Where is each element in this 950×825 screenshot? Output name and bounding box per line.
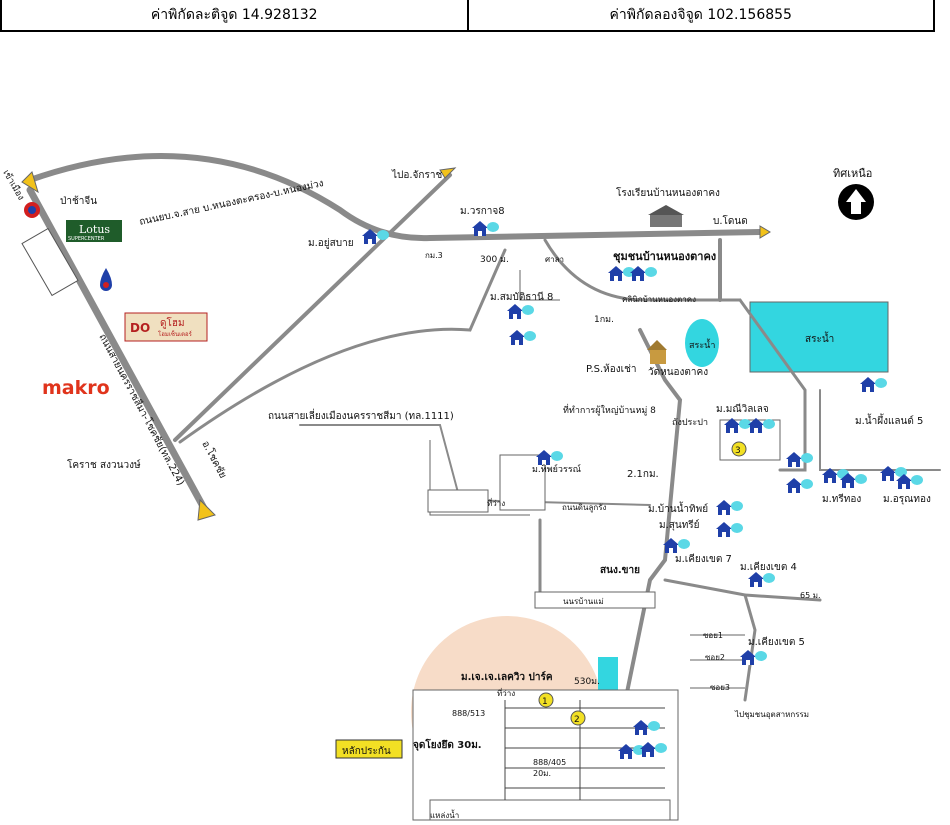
m300-label: 300 ม. bbox=[480, 255, 509, 265]
big-pond-label: สระน้ำ bbox=[805, 331, 834, 345]
soi1-label: ซอย1 bbox=[703, 631, 723, 640]
bannamthip-label: ม.บ้านน้ำทิพย์ bbox=[648, 501, 708, 515]
temple-icon bbox=[647, 340, 667, 364]
thiphawan-label: ม.ทิพย์วรรณ์ bbox=[532, 463, 581, 475]
phrithong-label: ม.ทรีทอง bbox=[822, 493, 861, 505]
m20-label: 20ม. bbox=[533, 769, 551, 778]
lake-label: แหล่งน้ำ bbox=[430, 809, 459, 820]
wat-label: วัดหนองตาคง bbox=[648, 367, 708, 378]
pond-label: สระน้ำ bbox=[689, 338, 715, 351]
guarantee-label: หลักประกัน bbox=[342, 746, 391, 757]
clinic-label: คลินิกบ้านหนองตาคง bbox=[622, 295, 696, 304]
svg-text:SUPERCENTER: SUPERCENTER bbox=[68, 236, 105, 242]
to-chokchai-label: อ.โชคชัย bbox=[199, 438, 230, 480]
svg-text:3: 3 bbox=[735, 446, 741, 456]
m530-label: 530ม. bbox=[574, 677, 600, 687]
kiangkhet4-label: ม.เคียงเขต 4 bbox=[740, 561, 797, 573]
ps-label: P.S.ห้องเช่า bbox=[586, 363, 636, 375]
svg-text:DO: DO bbox=[130, 321, 150, 335]
big-pond bbox=[749, 301, 889, 373]
warakan8-label: ม.วรกาจ8 bbox=[460, 206, 505, 217]
coordinates-table: ค่าพิกัดละติจูด 14.928132 ค่าพิกัดลองจิจ… bbox=[0, 0, 935, 32]
snong-khai-label: สนง.ขาย bbox=[600, 565, 640, 576]
lake-pond bbox=[598, 657, 618, 691]
school-icon bbox=[648, 205, 684, 227]
to-tha-label: ไปชุมชนอุตสาหกรรม bbox=[734, 710, 809, 719]
pa-chin-label: ป่าช้าจีน bbox=[60, 195, 97, 207]
bypass-label: ถนนสายเลี่ยงเมืองนครราชสีมา (ทล.1111) bbox=[268, 408, 454, 422]
svg-text:2: 2 bbox=[574, 715, 580, 725]
svg-text:ดูโฮม: ดูโฮม bbox=[160, 316, 185, 329]
kiangkhet7-label: ม.เคียงเขต 7 bbox=[675, 553, 732, 565]
sala-label: ศาลา bbox=[545, 255, 564, 264]
thanon-label: ถนนดินลูกรัง bbox=[562, 503, 606, 513]
sunari-label: ม.สุนทรีย์ bbox=[659, 519, 700, 531]
to-chakkarat-label: ไปอ.จักราช bbox=[391, 169, 442, 181]
mani-label: ม.มณีวิลเลจ bbox=[716, 403, 769, 415]
makro-logo: makro bbox=[42, 377, 110, 399]
small-pond bbox=[685, 319, 719, 367]
school-label: โรงเรียนบ้านหนองตาคง bbox=[616, 186, 720, 199]
to-ban-dont-label: บ.โดนด bbox=[713, 214, 748, 227]
direction-arrows bbox=[21, 167, 771, 521]
north-arrow-icon bbox=[838, 184, 874, 220]
svg-text:Lotus: Lotus bbox=[79, 223, 110, 236]
ptt-logo-icon bbox=[100, 268, 112, 291]
dohome-logo: DO ดูโฮม โฮมเซ็นเตอร์ bbox=[124, 312, 208, 342]
plot2-label: 888/405 bbox=[533, 758, 566, 767]
road-main-label: ถนนยบ.จ.สาย บ.หนองตะครอง-บ.หนองม่วง bbox=[138, 178, 324, 228]
latitude-label: ค่าพิกัดละติจูด 14.928132 bbox=[150, 7, 318, 23]
shell-logo-icon bbox=[24, 202, 40, 218]
km3-label: กม.3 bbox=[425, 251, 443, 260]
svg-text:1: 1 bbox=[542, 697, 548, 707]
soi2-label: ซอย2 bbox=[705, 653, 725, 662]
plot1-label: 888/513 bbox=[452, 709, 485, 718]
plot-markers: 1 2 3 bbox=[538, 441, 747, 726]
korat-songwong-label: โคราช สงวนวงษ์ bbox=[67, 458, 141, 471]
svg-text:โฮมเซ็นเตอร์: โฮมเซ็นเตอร์ bbox=[158, 329, 193, 338]
soi3-label: ซอย3 bbox=[710, 683, 730, 692]
community-label: ชุมชนบ้านหนองตาคง bbox=[613, 250, 716, 264]
main-roads bbox=[26, 153, 941, 802]
arunthong-label: ม.อรุณทอง bbox=[883, 494, 931, 505]
village-label: ม.เจ.เจ.เลควิว ปาร์ค bbox=[461, 671, 553, 683]
nonbanmak-label: นนรบ้านแม่ bbox=[563, 597, 604, 606]
sommai-label: ม.สมบัติธานี 8 bbox=[490, 291, 553, 303]
highway-lots bbox=[21, 227, 79, 297]
road-width-label: จุดโยงยึด 30ม. bbox=[413, 738, 482, 751]
km21-label: 2.1กม. bbox=[627, 469, 659, 480]
longitude-label: ค่าพิกัดลองจิจูด 102.156855 bbox=[466, 0, 934, 30]
office-label: ที่ทำการผู้ใหญ่บ้านหมู่ 8 bbox=[563, 403, 656, 416]
yusabai-label: ม.อยู่สบาย bbox=[308, 238, 354, 249]
thiwang2-label: ที่ว่าง bbox=[497, 687, 515, 698]
to-city-label: เข้าเมือง bbox=[0, 168, 26, 202]
numthip5-label: ม.น้ำผึ้งแลนด์ 5 bbox=[855, 413, 923, 427]
minor-roads bbox=[429, 270, 745, 689]
kiangkhet5-label: ม.เคียงเขต 5 bbox=[748, 636, 805, 648]
lotus-logo: Lotus SUPERCENTER bbox=[66, 220, 122, 242]
north-label: ทิศเหนือ bbox=[833, 167, 872, 180]
lot-blocks bbox=[412, 419, 781, 821]
water-label: ถังประปา bbox=[672, 418, 708, 428]
thiwang-label: ที่ว่าง bbox=[487, 497, 505, 508]
m65-label: 65 ม. bbox=[800, 591, 821, 600]
guarantee-box bbox=[335, 739, 403, 759]
km1-label: 1กม. bbox=[594, 315, 614, 325]
